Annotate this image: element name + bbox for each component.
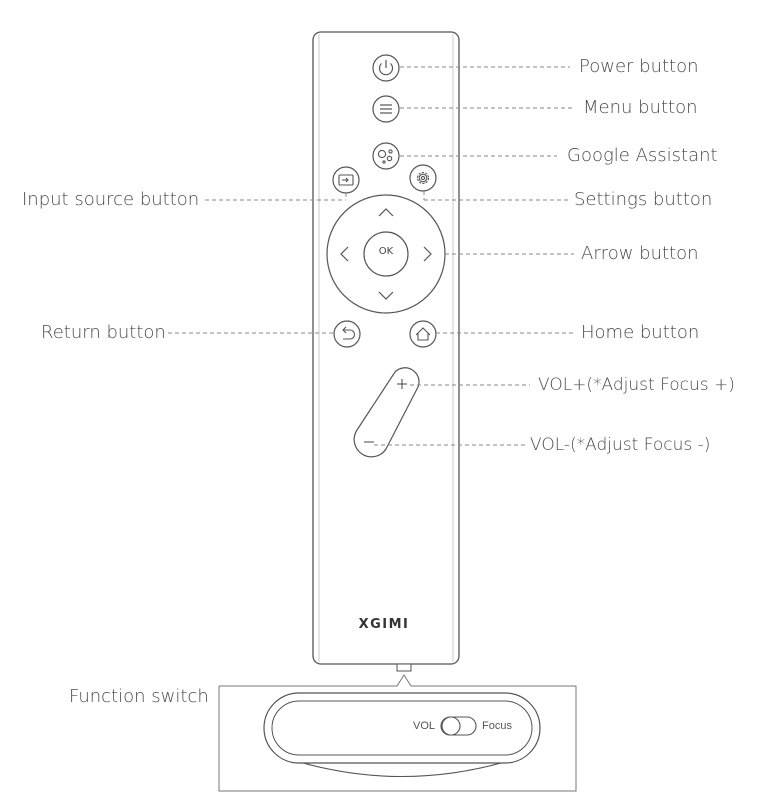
home-label: Home button	[581, 322, 700, 343]
google-assistant-button[interactable]	[372, 142, 400, 170]
input-source-label: Input source button	[22, 189, 200, 210]
down-arrow-icon[interactable]	[378, 291, 394, 300]
up-arrow-icon[interactable]	[378, 208, 394, 217]
plus-icon	[397, 379, 407, 389]
vol-down-label: VOL-(*Adjust Focus -)	[530, 435, 711, 455]
function-switch-label: Function switch	[69, 686, 209, 707]
switch-housing-skirt	[295, 760, 509, 777]
menu-label: Menu button	[583, 97, 698, 118]
switch-stub	[396, 663, 412, 672]
right-arrow-icon[interactable]	[423, 246, 432, 262]
return-icon	[342, 326, 356, 340]
brand-logo: XGIMI	[358, 617, 410, 632]
ok-button[interactable]	[363, 231, 409, 277]
arrow-pad	[326, 194, 446, 314]
switch-housing-inner	[271, 700, 533, 756]
input-source-icon	[338, 174, 354, 186]
remote-body	[312, 31, 460, 665]
leader-lines	[168, 66, 575, 446]
left-arrow-icon[interactable]	[340, 246, 349, 262]
return-label: Return button	[41, 322, 166, 343]
switch-focus-label: Focus	[482, 720, 512, 732]
input-source-button[interactable]	[332, 166, 360, 194]
settings-label: Settings button	[574, 189, 713, 210]
menu-button[interactable]	[372, 95, 400, 123]
settings-gear-icon	[416, 171, 430, 185]
arrow-label: Arrow button	[581, 243, 699, 264]
settings-button[interactable]	[409, 164, 437, 192]
power-label: Power button	[579, 56, 699, 77]
power-button[interactable]	[372, 54, 400, 82]
volume-rocker[interactable]	[353, 367, 420, 458]
toggle-knob	[441, 716, 461, 736]
function-switch-detail	[218, 674, 577, 792]
google-assistant-label: Google Assistant	[567, 145, 718, 166]
vol-up-label: VOL+(*Adjust Focus +)	[538, 375, 735, 395]
return-button[interactable]	[333, 320, 361, 348]
home-icon	[415, 327, 431, 341]
ok-label: OK	[378, 246, 394, 257]
menu-icon	[380, 104, 392, 114]
power-icon	[378, 60, 394, 76]
switch-vol-label: VOL	[413, 720, 436, 732]
home-button[interactable]	[409, 320, 437, 348]
google-assistant-icon	[377, 149, 393, 164]
